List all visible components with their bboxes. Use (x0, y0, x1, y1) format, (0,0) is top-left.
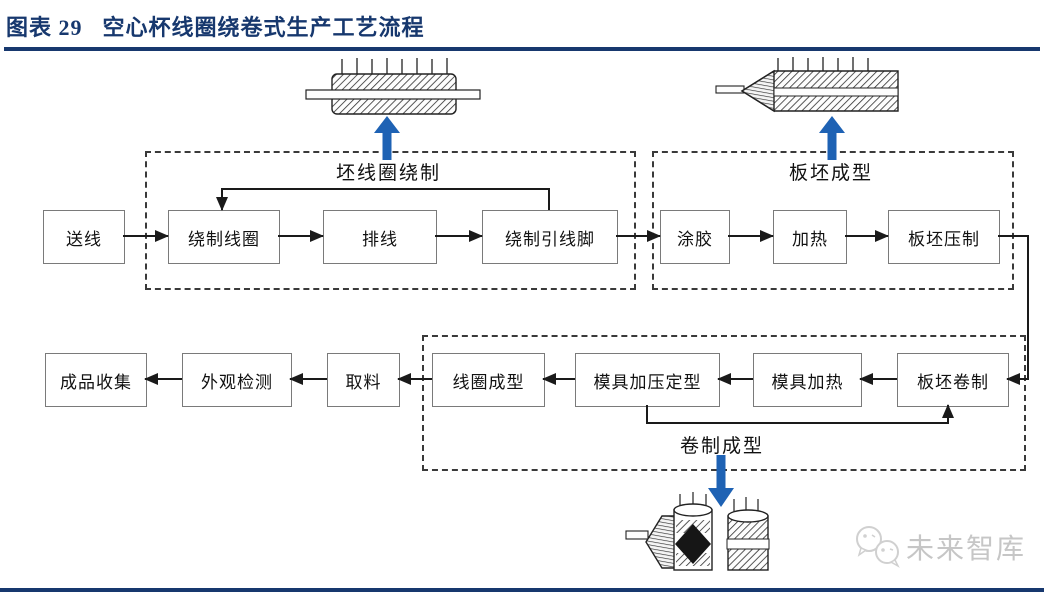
process-box-heat: 加热 (773, 210, 847, 264)
process-box-slab-roll: 板坯卷制 (897, 353, 1009, 407)
process-box-unload: 取料 (327, 353, 400, 407)
bottom-rule (0, 588, 1044, 592)
process-box-apply-glue: 涂胶 (660, 210, 730, 264)
process-box-slab-press: 板坯压制 (888, 210, 1000, 264)
stage-label-coil-winding: 坯线圈绕制 (335, 163, 441, 184)
wechat-logo-icon (852, 524, 906, 574)
pressed-slab-drawing (715, 57, 899, 113)
process-box-arrange-wire: 排线 (323, 210, 437, 264)
process-box-mold-press-set: 模具加压定型 (575, 353, 720, 407)
figure-title: 图表 29 空心杯线圈绕卷式生产工艺流程 (6, 10, 425, 42)
process-box-wind-lead-pins: 绕制引线脚 (482, 210, 618, 264)
process-box-feed-wire: 送线 (43, 210, 125, 264)
figure-number: 图表 29 (6, 15, 83, 40)
rolled-coil-drawing (625, 492, 770, 571)
watermark-text: 未来智库 (906, 534, 1027, 565)
process-box-product-collect: 成品收集 (45, 353, 147, 407)
stage-label-slab-forming: 板坯成型 (788, 163, 873, 184)
process-box-coil-formed: 线圈成型 (432, 353, 545, 407)
top-rule (4, 47, 1040, 51)
process-box-mold-heat: 模具加热 (753, 353, 862, 407)
wound-coil-drawing (305, 58, 481, 115)
process-box-wind-coil: 绕制线圈 (168, 210, 280, 264)
stage-label-roll-forming: 卷制成型 (679, 436, 764, 457)
process-box-visual-inspect: 外观检测 (182, 353, 292, 407)
figure-title-text: 空心杯线圈绕卷式生产工艺流程 (102, 15, 425, 40)
